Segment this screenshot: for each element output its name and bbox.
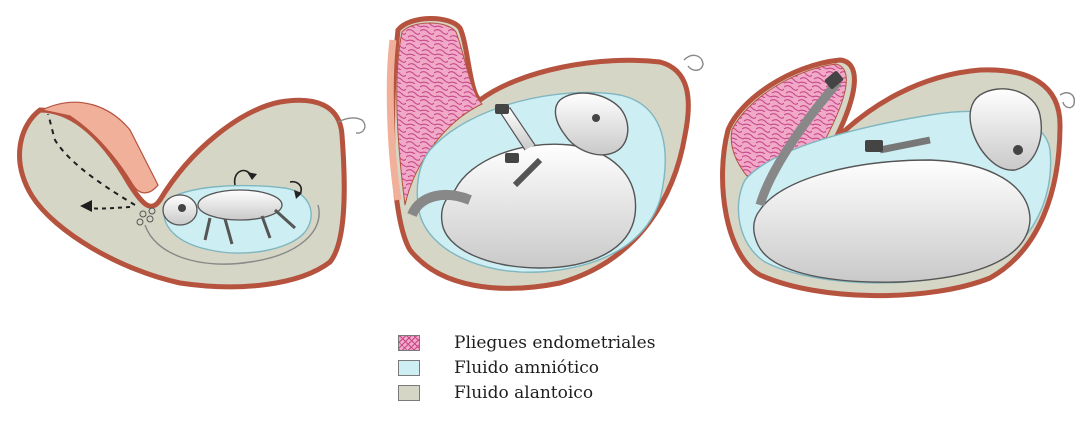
stage3-ovary-ligament (1060, 93, 1074, 108)
amniotic-swatch (398, 360, 420, 376)
stage-early (20, 100, 365, 287)
legend-label-amniotic: Fluido amniótico (454, 358, 599, 378)
legend: Pliegues endometriales Fluido amniótico … (398, 333, 655, 403)
stage-mid (390, 18, 703, 288)
stage1-embryo-body (198, 190, 282, 220)
legend-item-endometrial: Pliegues endometriales (398, 333, 655, 353)
stage1-embryo-eye (178, 204, 186, 212)
legend-item-allantoic: Fluido alantoico (398, 383, 655, 403)
stage3-hoof-2 (865, 140, 883, 152)
stage3-fetus-eye (1013, 145, 1023, 155)
legend-label-endometrial: Pliegues endometriales (454, 333, 655, 353)
stage2-hoof-2 (505, 153, 519, 163)
stage-late (723, 60, 1075, 296)
allantoic-swatch (398, 385, 420, 401)
stage2-ovary-ligament (684, 55, 703, 70)
endometrial-swatch (398, 335, 420, 351)
legend-label-allantoic: Fluido alantoico (454, 383, 593, 403)
stage2-hoof-1 (495, 104, 509, 114)
stage2-fetus-eye (592, 114, 600, 122)
legend-item-amniotic: Fluido amniótico (398, 358, 655, 378)
